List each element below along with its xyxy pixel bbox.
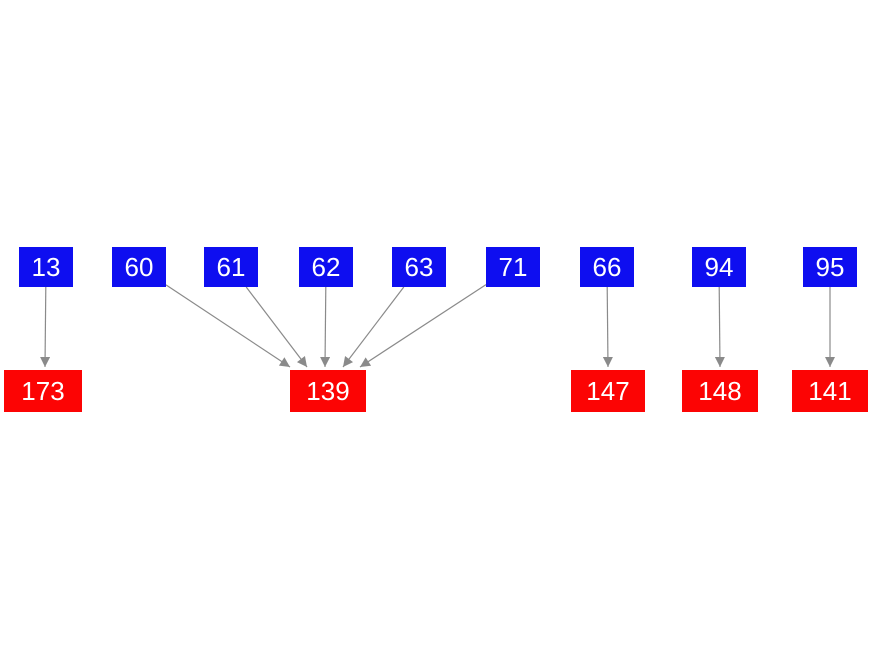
graph-node-147: 147 (571, 370, 645, 412)
graph-node-141: 141 (792, 370, 868, 412)
graph-node-61: 61 (204, 247, 258, 287)
graph-node-71: 71 (486, 247, 540, 287)
graph-node-66: 66 (580, 247, 634, 287)
graph-node-63: 63 (392, 247, 446, 287)
graph-node-62: 62 (299, 247, 353, 287)
graph-node-173: 173 (4, 370, 82, 412)
graph-node-95: 95 (803, 247, 857, 287)
graph-node-13: 13 (19, 247, 73, 287)
graph-node-139: 139 (290, 370, 366, 412)
graph-node-148: 148 (682, 370, 758, 412)
graph-node-60: 60 (112, 247, 166, 287)
graph-node-94: 94 (692, 247, 746, 287)
